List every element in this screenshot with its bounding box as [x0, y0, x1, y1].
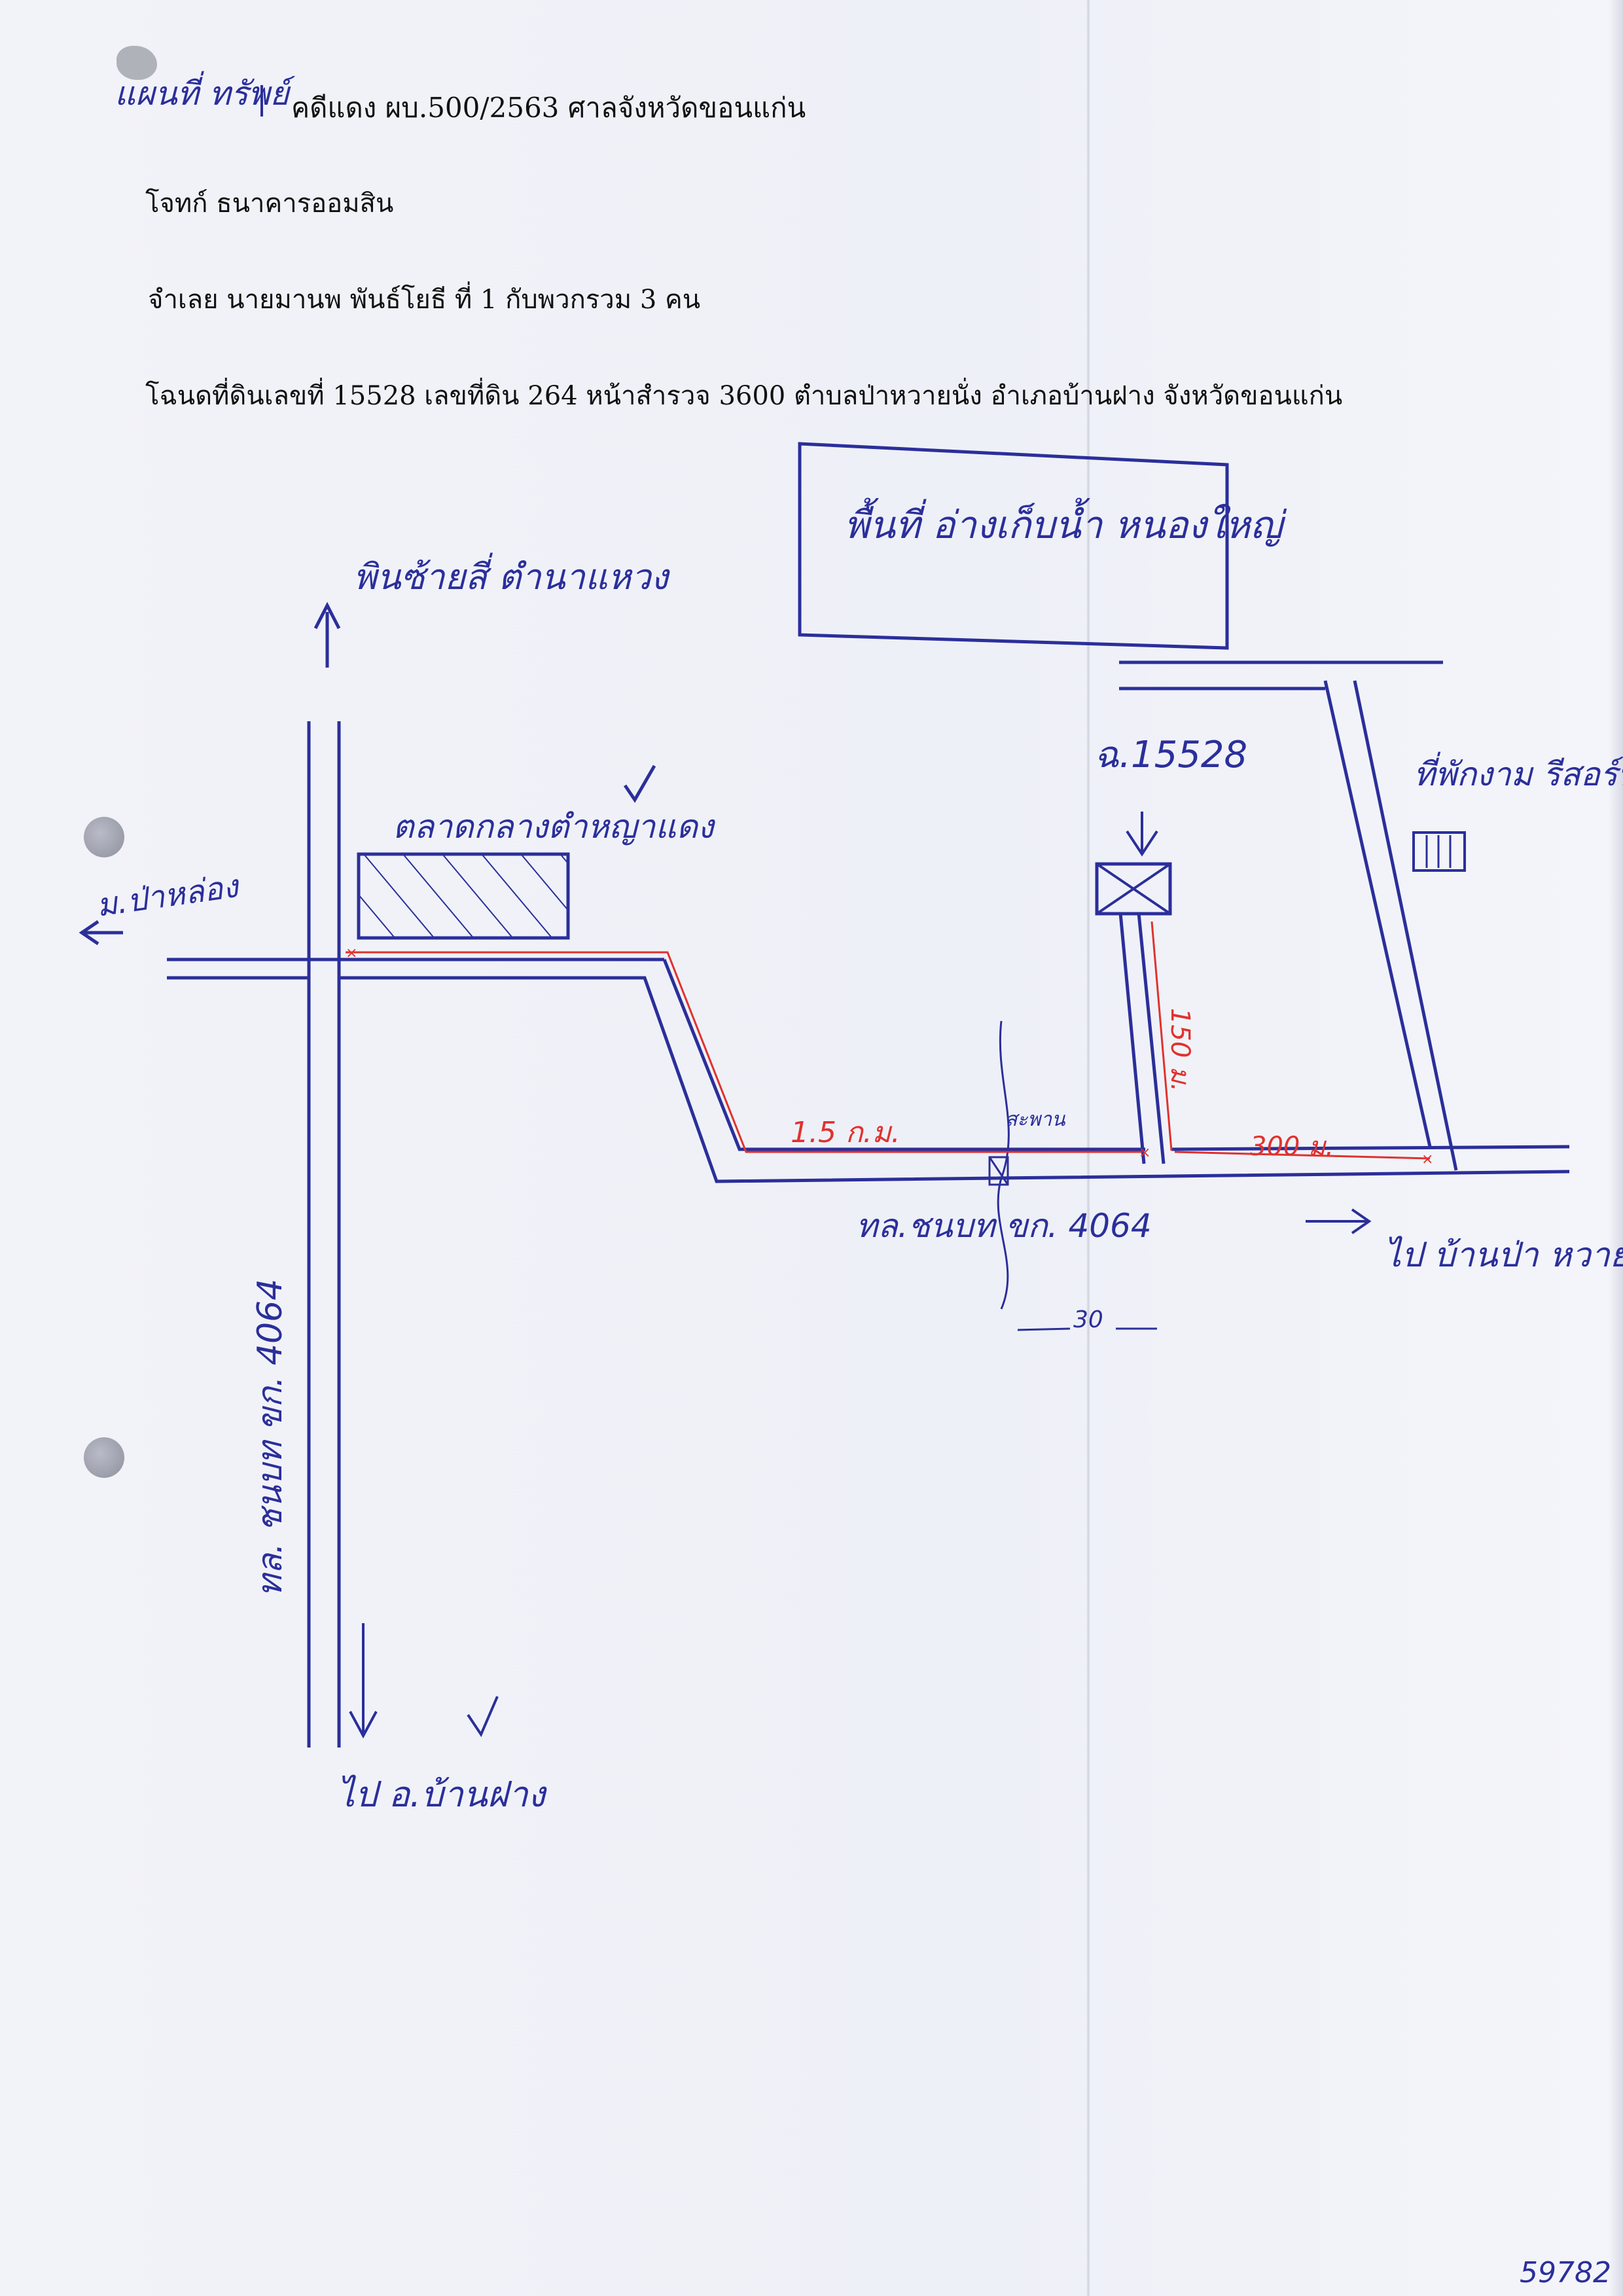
reservoir-area-box: พื้นที่ อ่างเก็บน้ำ หนองใหญ่	[798, 442, 1287, 650]
market-building: ตลาดกลางตำหญาแดง	[357, 764, 716, 940]
to-village-direction: ไป บ้านป่า หวายนั่ง	[1306, 1208, 1623, 1275]
to-district-label: ไป อ.บ้านฝาง	[337, 1774, 548, 1815]
village-left-label: ม.ป่าหล่อง	[94, 868, 243, 924]
deed-line: โฉนดที่ดินเลขที่ 15528 เลขที่ดิน 264 หน้…	[145, 381, 1343, 411]
distance-label-3: 300 ม.	[1250, 1132, 1334, 1162]
main-road	[339, 959, 1570, 1183]
culvert-label: สะพาน	[1005, 1108, 1066, 1131]
road-label: ทล.ชนบท ขก. 4064	[856, 1207, 1152, 1245]
defendant-line: จำเลย นายมานพ พันธ์โยธี ที่ 1 กับพวกรวม …	[148, 285, 701, 315]
svg-text:×: ×	[346, 945, 357, 961]
red-route: × × × 1.5 ก.ม. 150 ม. 300 ม.	[346, 921, 1433, 1168]
culvert-crossing: สะพาน	[988, 1020, 1066, 1310]
parcel-access-lane	[1118, 912, 1166, 1164]
punch-hole-bottom	[84, 1437, 124, 1478]
resort-label: ที่พักงาม รีสอร์ท	[1414, 751, 1623, 793]
torn-paper-mark	[116, 46, 157, 80]
plaintiff-line: โจทก์ ธนาคารออมสิน	[145, 188, 394, 219]
distance-label-1: 1.5 ก.ม.	[791, 1116, 901, 1149]
punch-hole-top	[84, 817, 124, 857]
left-crossroad	[167, 958, 664, 980]
page-number: 59782	[1520, 2256, 1611, 2289]
north-label: พินซ้ายสี่ ตำนาแหวง	[353, 552, 671, 598]
svg-text:×: ×	[1139, 1145, 1150, 1161]
to-district-direction: ไป อ.บ้านฝาง	[337, 1623, 548, 1815]
vertical-road-label: ทล. ชนบท ขก. 4064	[251, 1279, 290, 1597]
north-direction: พินซ้ายสี่ ตำนาแหวง	[313, 552, 671, 668]
reservoir-access-road	[1119, 660, 1458, 1171]
market-label: ตลาดกลางตำหญาแดง	[393, 808, 716, 846]
to-village-label: ไป บ้านป่า หวายนั่ง	[1384, 1231, 1623, 1275]
distance-label-2: 150 ม.	[1165, 1008, 1195, 1092]
map-annotation: แผนที่ ทรัพย์	[115, 71, 296, 113]
road-width: 30	[1017, 1306, 1157, 1333]
case-line: คดีแดง ผบ.500/2563 ศาลจังหวัดขอนแก่น	[291, 92, 806, 124]
reservoir-area-label: พื้นที่ อ่างเก็บน้ำ หนองใหญ่	[844, 497, 1287, 547]
resort: ที่พักงาม รีสอร์ท	[1412, 751, 1623, 872]
svg-text:×: ×	[1421, 1151, 1433, 1168]
parcel-label: ฉ.15528	[1094, 734, 1247, 776]
village-left: ม.ป่าหล่อง	[79, 868, 243, 946]
paper-edge-shadow	[1609, 0, 1623, 2296]
parcel-marker: ฉ.15528	[1094, 734, 1247, 916]
vertical-road-4064	[307, 721, 341, 1748]
road-width-label: 30	[1073, 1306, 1103, 1333]
